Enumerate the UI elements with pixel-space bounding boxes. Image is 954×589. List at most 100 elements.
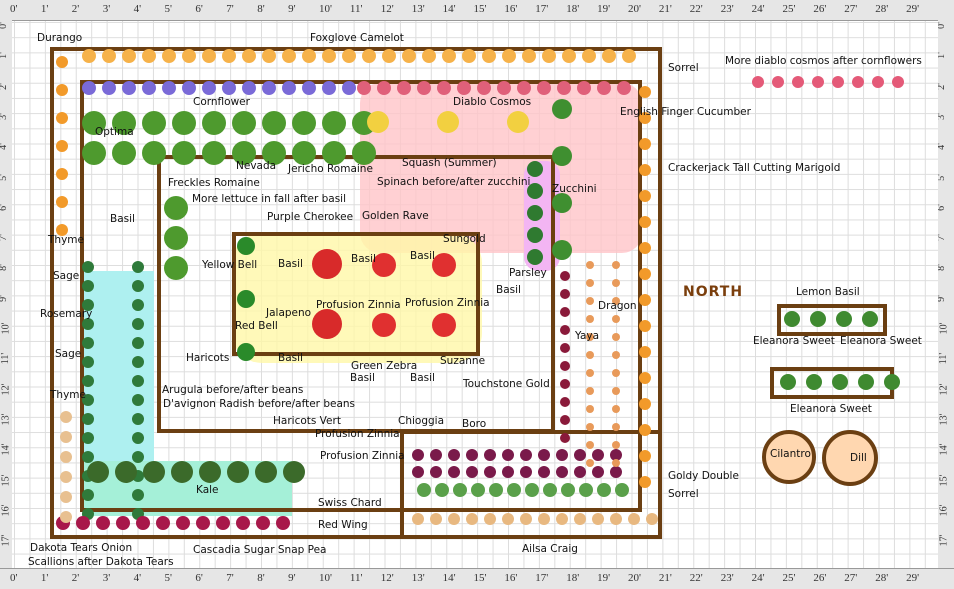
plant-label-touchstone-gold[interactable]: Touchstone Gold	[463, 378, 550, 390]
plant-label-profusion-zinnia[interactable]: Profusion Zinnia	[316, 299, 401, 311]
plant-label-thyme[interactable]: Thyme	[50, 389, 86, 401]
plant-label-yellow-bell[interactable]: Yellow Bell	[202, 259, 258, 271]
plant-label-thyme[interactable]: Thyme	[48, 234, 84, 246]
plant-label-basil[interactable]: Basil	[410, 250, 435, 262]
plant-label-haricots[interactable]: Haricots	[186, 352, 230, 364]
plant-label-boro[interactable]: Boro	[462, 418, 487, 430]
plant-label-scallions-after-dakota-tears[interactable]: Scallions after Dakota Tears	[28, 556, 174, 568]
plant-label-yaya[interactable]: Yaya	[575, 330, 600, 342]
plant-label-rosemary[interactable]: Rosemary	[40, 308, 93, 320]
plant-label-basil[interactable]: Basil	[351, 253, 376, 265]
plant-label-golden-rave[interactable]: Golden Rave	[362, 210, 429, 222]
plant-label-parsley[interactable]: Parsley	[509, 267, 547, 279]
plant-label-cornflower[interactable]: Cornflower	[193, 96, 250, 108]
plant-label-basil[interactable]: Basil	[496, 284, 521, 296]
plant-label-cilantro[interactable]: Cilantro	[770, 448, 811, 460]
plant-label-profusion-zinnia[interactable]: Profusion Zinnia	[405, 297, 490, 309]
plant-label-sorrel[interactable]: Sorrel	[668, 62, 699, 74]
plant-label-english-finger-cucumber[interactable]: English Finger Cucumber	[620, 106, 751, 118]
plant-label-sungold[interactable]: Sungold	[443, 233, 486, 245]
outer-bed[interactable]	[50, 47, 662, 539]
plant-label-dakota-tears-onion[interactable]: Dakota Tears Onion	[30, 542, 133, 554]
plant-label-lemon-basil[interactable]: Lemon Basil	[796, 286, 860, 298]
plant-label-freckles-romaine[interactable]: Freckles Romaine	[168, 177, 260, 189]
plant-label-basil[interactable]: Basil	[278, 258, 303, 270]
lemon-basil-bed[interactable]	[777, 304, 887, 336]
chard-plant-icon	[471, 483, 485, 497]
plant-label-kale[interactable]: Kale	[196, 484, 219, 496]
plant-label-profusion-zinnia[interactable]: Profusion Zinnia	[320, 450, 405, 462]
plant-label-arugula-before-after-beans[interactable]: Arugula before/after beans	[162, 384, 304, 396]
cosmos-plant-icon	[397, 81, 411, 95]
basil-plant-icon	[862, 311, 878, 327]
chard-plant-icon	[507, 483, 521, 497]
onion-plant-icon	[60, 431, 72, 443]
ruler-tick: 18'	[566, 572, 580, 584]
beet-plant-icon	[574, 449, 586, 461]
ruler-tick: 25'	[782, 572, 796, 584]
plant-label-goldy-double[interactable]: Goldy Double	[668, 470, 739, 482]
plant-label-eleanora-sweet[interactable]: Eleanora Sweet	[753, 335, 835, 347]
plant-label-more-diablo-cosmos-after-cornflowers[interactable]: More diablo cosmos after cornflowers	[725, 55, 922, 67]
plant-label-sage[interactable]: Sage	[55, 348, 82, 360]
plant-label-diablo-cosmos[interactable]: Diablo Cosmos	[453, 96, 532, 108]
basil-plant-icon	[884, 374, 900, 390]
plant-label-spinach-before-after-zucchini[interactable]: Spinach before/after zucchini	[377, 176, 531, 188]
plant-label-dill[interactable]: Dill	[850, 452, 867, 464]
plant-label-ailsa-craig[interactable]: Ailsa Craig	[522, 543, 578, 555]
onion-plant-icon	[466, 513, 478, 525]
ruler-tick: 12'	[380, 572, 394, 584]
carrot-plant-icon	[612, 297, 620, 305]
plant-label-red-wing[interactable]: Red Wing	[318, 519, 368, 531]
plant-label-haricots-vert[interactable]: Haricots Vert	[273, 415, 341, 427]
foxglove-plant-icon	[222, 49, 236, 63]
tomato-bed[interactable]	[232, 232, 480, 356]
plant-label-green-zebra[interactable]: Green Zebra	[351, 360, 418, 372]
marigold-plant-icon	[639, 216, 651, 228]
plant-label-suzanne[interactable]: Suzanne	[440, 355, 486, 367]
dill-bed[interactable]	[822, 430, 878, 486]
plant-label-basil[interactable]: Basil	[410, 372, 435, 384]
plant-label-profusion-zinnia[interactable]: Profusion Zinnia	[315, 428, 400, 440]
plant-label-zucchini[interactable]: Zucchini	[552, 183, 597, 195]
foxglove-plant-icon	[402, 49, 416, 63]
plant-label-cascadia-sugar-snap-pea[interactable]: Cascadia Sugar Snap Pea	[193, 544, 327, 556]
plant-label-jericho-romaine[interactable]: Jericho Romaine	[288, 163, 373, 175]
cornflower-plant-icon	[182, 81, 196, 95]
plant-label-eleanora-sweet[interactable]: Eleanora Sweet	[840, 335, 922, 347]
plant-label-basil[interactable]: Basil	[110, 213, 135, 225]
plant-label-chioggia[interactable]: Chioggia	[398, 415, 445, 427]
plant-label-d-avignon-radish-before-after-beans[interactable]: D'avignon Radish before/after beans	[163, 398, 356, 410]
marigold-plant-icon	[639, 372, 651, 384]
plant-label-eleanora-sweet[interactable]: Eleanora Sweet	[790, 403, 872, 415]
plant-label-sage[interactable]: Sage	[53, 270, 80, 282]
plant-label-nevada[interactable]: Nevada	[236, 160, 277, 172]
plant-label-basil[interactable]: Basil	[278, 352, 303, 364]
plant-label-purple-cherokee[interactable]: Purple Cherokee	[267, 211, 354, 223]
chard-plant-icon	[525, 483, 539, 497]
plant-label-basil[interactable]: Basil	[350, 372, 375, 384]
carrot-plant-icon	[586, 279, 594, 287]
beet-plant-icon	[430, 466, 442, 478]
cilantro-bed[interactable]	[762, 430, 816, 484]
plant-label-red-bell[interactable]: Red Bell	[235, 320, 278, 332]
foxglove-plant-icon	[282, 49, 296, 63]
chard-plant-icon	[579, 483, 593, 497]
root-bed[interactable]	[400, 430, 662, 539]
plant-label-squash-summer[interactable]: Squash (Summer)	[402, 157, 497, 169]
plant-label-crackerjack-tall-cutting-marigold[interactable]: Crackerjack Tall Cutting Marigold	[668, 162, 841, 174]
beet-plant-icon	[256, 516, 270, 530]
plant-label-foxglove-camelot[interactable]: Foxglove Camelot	[310, 32, 404, 44]
plant-label-dragon[interactable]: Dragon	[598, 300, 637, 312]
plant-label-swiss-chard[interactable]: Swiss Chard	[318, 497, 382, 509]
plant-label-optima[interactable]: Optima	[95, 126, 134, 138]
ruler-tick: 20'	[628, 3, 641, 15]
plant-label-sorrel[interactable]: Sorrel	[668, 488, 699, 500]
foxglove-plant-icon	[562, 49, 576, 63]
plant-label-durango[interactable]: Durango	[37, 32, 83, 44]
beet-plant-icon	[520, 466, 532, 478]
carrot-plant-icon	[612, 351, 620, 359]
plant-label-jalapeno[interactable]: Jalapeno	[266, 307, 312, 319]
plant-label-more-lettuce-in-fall-after-basil[interactable]: More lettuce in fall after basil	[192, 193, 346, 205]
